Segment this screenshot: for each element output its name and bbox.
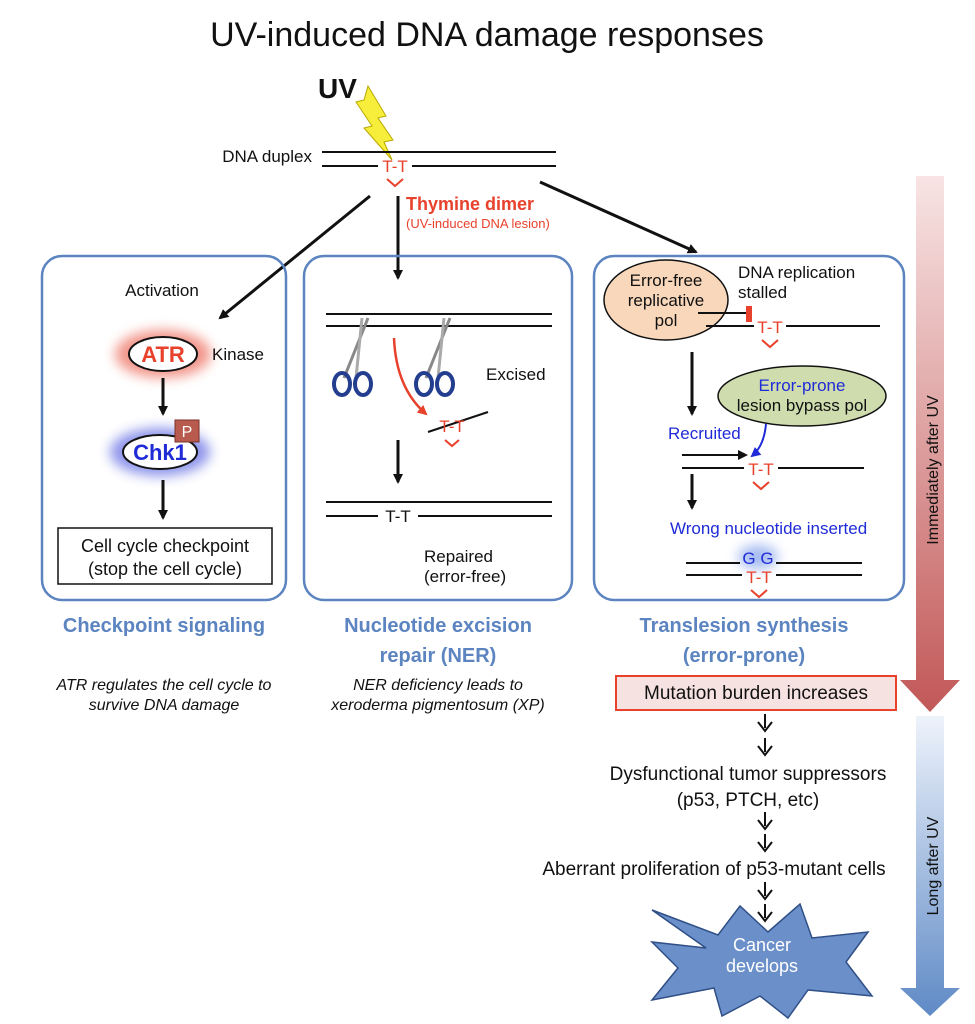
stall-block xyxy=(746,306,752,322)
cascade-step1-line2: (p53, PTCH, etc) xyxy=(677,790,820,811)
ner-note-line2: xeroderma pigmentosum (XP) xyxy=(330,697,544,714)
page-title: UV-induced DNA damage responses xyxy=(210,16,764,54)
ner-panel xyxy=(302,254,574,602)
error-free-line2: replicative xyxy=(628,291,705,310)
excision-arrow xyxy=(392,337,428,416)
chk1-label: Chk1 xyxy=(133,440,187,465)
wrong-nucleotide-label: Wrong nucleotide inserted xyxy=(670,519,867,538)
activation-label: Activation xyxy=(125,281,199,300)
tls-heading-line1: Translesion synthesis xyxy=(640,615,849,637)
uv-label: UV xyxy=(318,73,357,104)
chevron-down-icon xyxy=(757,834,773,853)
cascade-step1-line1: Dysfunctional tumor suppressors xyxy=(610,764,887,785)
tls-panel xyxy=(592,254,906,602)
thymine-dimer-sublabel: (UV-induced DNA lesion) xyxy=(406,216,550,231)
dimer-bond-icon xyxy=(444,439,460,448)
recruit-arrow xyxy=(750,423,767,458)
dimer-bond-icon xyxy=(386,178,404,188)
arrow-to-checkpoint xyxy=(218,194,371,320)
chevron-down-icon xyxy=(757,882,773,901)
chk1-node xyxy=(122,434,198,470)
chevron-down-icon xyxy=(757,738,773,757)
error-free-line1: Error-free xyxy=(630,271,703,290)
checkpoint-box xyxy=(57,527,273,585)
atr-label: ATR xyxy=(141,342,185,367)
checkpoint-box-line2: (stop the cell cycle) xyxy=(88,559,242,579)
thymine-pair-mutant: T-T xyxy=(746,568,772,587)
ner-heading-line1: Nucleotide excision xyxy=(344,615,532,637)
cancer-starburst xyxy=(649,902,874,1020)
phospho-label: P xyxy=(182,424,193,441)
repaired-line1: Repaired xyxy=(424,547,493,566)
thymine-pair-excised: T-T xyxy=(439,417,465,436)
stalled-line1: DNA replication xyxy=(738,263,855,282)
arrow-to-tls xyxy=(539,180,698,254)
thymine-dimer-label: Thymine dimer xyxy=(406,194,534,214)
timeline-immediate-label: Immediately after UV xyxy=(925,395,942,545)
chevron-down-icon xyxy=(757,714,773,733)
chevron-down-icon xyxy=(757,812,773,831)
error-free-pol-node xyxy=(603,259,729,341)
checkpoint-note-line2: survive DNA damage xyxy=(89,697,240,714)
cascade-step2: Aberrant proliferation of p53-mutant cel… xyxy=(542,859,885,880)
timeline-long-label: Long after UV xyxy=(925,816,942,915)
thymine-pair-stalled: T-T xyxy=(757,318,783,337)
checkpoint-panel xyxy=(40,254,288,602)
stalled-line2: stalled xyxy=(738,283,787,302)
ner-note-line1: NER deficiency leads to xyxy=(353,677,523,694)
error-prone-line2: lesion bypass pol xyxy=(737,396,867,415)
thymine-pair-repaired: T-T xyxy=(385,507,411,526)
lightning-icon xyxy=(355,84,394,161)
checkpoint-box-line1: Cell cycle checkpoint xyxy=(81,536,249,556)
cancer-line2: develops xyxy=(726,956,798,976)
cancer-line1: Cancer xyxy=(733,935,791,955)
thymine-pair-bypass: T-T xyxy=(748,460,774,479)
scissors-icon xyxy=(414,317,455,397)
excised-label: Excised xyxy=(486,365,546,384)
phospho-badge xyxy=(174,419,200,443)
scissors-icon xyxy=(332,317,373,397)
checkpoint-note-line1: ATR regulates the cell cycle to xyxy=(56,677,272,694)
inserted-bases: G G xyxy=(742,549,773,568)
tls-heading-line2: (error-prone) xyxy=(683,645,805,667)
mutation-box xyxy=(615,675,897,711)
thymine-pair-top: T-T xyxy=(382,157,408,176)
error-free-line3: pol xyxy=(655,311,678,330)
mismatch-glow xyxy=(738,545,778,569)
timeline-immediate-arrow xyxy=(900,176,960,712)
error-prone-line1: Error-prone xyxy=(759,376,846,395)
timeline-long-arrow xyxy=(900,716,960,1016)
repaired-line2: (error-free) xyxy=(424,567,506,586)
error-prone-pol-node xyxy=(717,365,887,427)
dimer-bond-icon xyxy=(761,339,779,349)
mutation-box-label: Mutation burden increases xyxy=(644,683,868,704)
dimer-bond-icon xyxy=(750,589,768,599)
ner-heading-line2: repair (NER) xyxy=(380,645,497,667)
chevron-down-icon xyxy=(757,904,773,923)
dimer-bond-icon xyxy=(752,481,770,491)
checkpoint-heading: Checkpoint signaling xyxy=(63,615,265,637)
atr-node xyxy=(128,336,198,372)
kinase-label: Kinase xyxy=(212,345,264,364)
recruited-label: Recruited xyxy=(668,424,741,443)
excised-fragment xyxy=(427,411,489,433)
dna-duplex-label: DNA duplex xyxy=(222,147,312,166)
